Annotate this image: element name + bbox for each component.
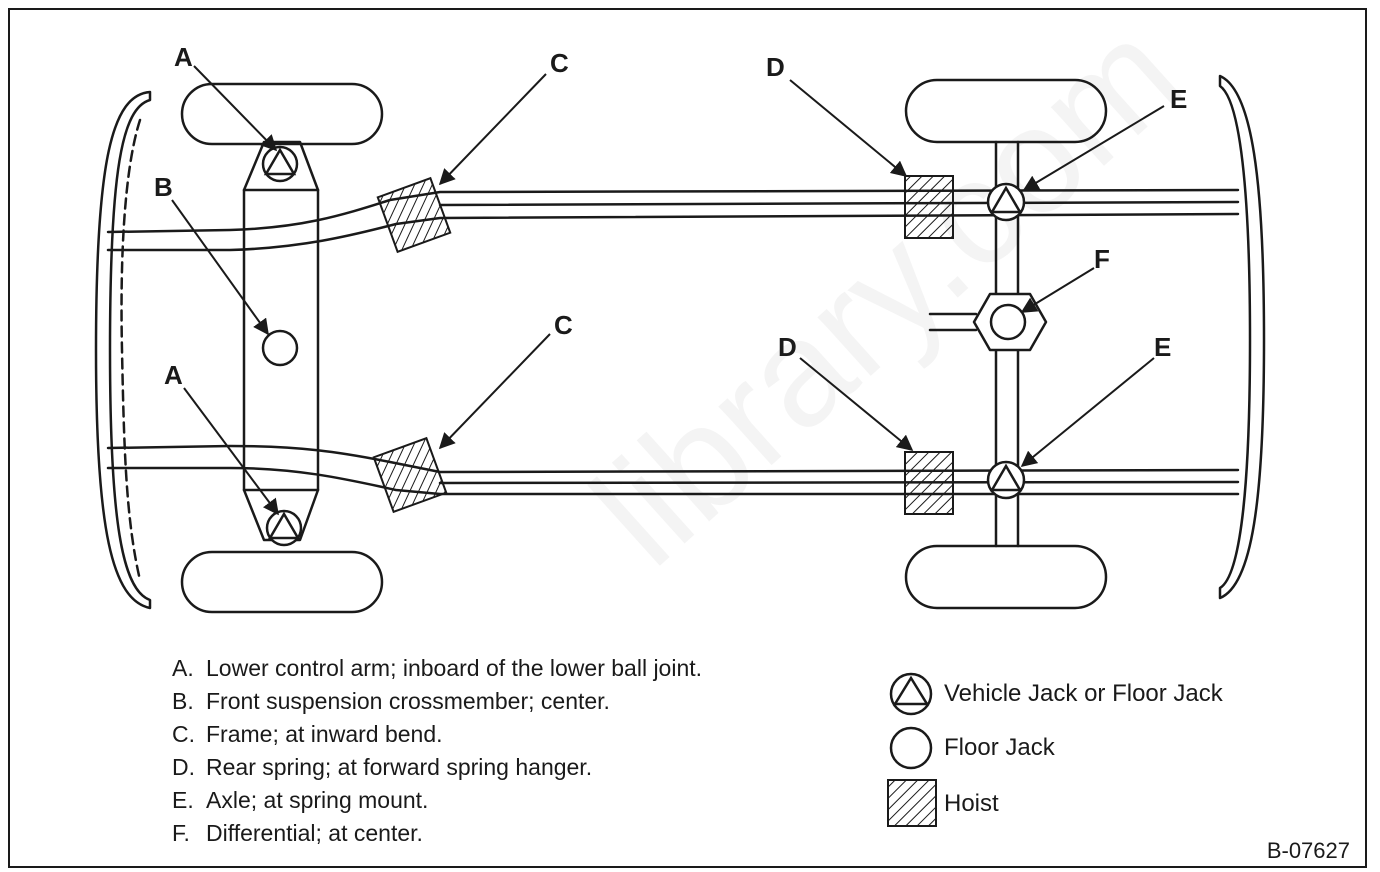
legend-letter: E. — [172, 787, 194, 813]
legend-item: F. Differential; at center. — [172, 817, 702, 850]
lift-point-legend: A. Lower control arm; inboard of the lowe… — [172, 652, 702, 850]
legend-letter: A. — [172, 655, 194, 681]
leader-a-bottom — [183, 387, 279, 516]
leader-c-bottom — [438, 333, 551, 450]
legend-item: A. Lower control arm; inboard of the lowe… — [172, 652, 702, 685]
legend-item: D. Rear spring; at forward spring hanger. — [172, 751, 702, 784]
front-wheel-bottom — [180, 550, 384, 614]
legend-letter: C. — [172, 721, 195, 747]
frame-rail-bottom-outer — [106, 444, 1240, 474]
legend-text: Front suspension crossmember; center. — [206, 688, 610, 714]
diagram-frame — [8, 8, 1367, 868]
legend-item: C. Frame; at inward bend. — [172, 718, 702, 751]
leader-e-bottom — [1020, 357, 1155, 468]
floor-jack-point-f — [989, 303, 1027, 341]
callout-f: F — [1094, 244, 1110, 274]
legend-text: Lower control arm; inboard of the lower … — [206, 655, 703, 681]
callout-e-bottom: E — [1154, 332, 1171, 362]
rear-wheel-top — [904, 78, 1108, 144]
callout-d-top: D — [766, 52, 785, 82]
frame-rail-top-outer — [106, 188, 1240, 234]
jack-point-a-top — [261, 145, 299, 183]
key-triangle-label: Vehicle Jack or Floor Jack — [944, 680, 1223, 707]
legend-text: Axle; at spring mount. — [206, 787, 429, 813]
legend-letter: D. — [172, 754, 195, 780]
callout-a-top: A — [174, 42, 193, 72]
hoist-pad-d-bottom — [904, 451, 954, 515]
jack-point-e-top — [986, 182, 1026, 222]
floor-jack-point-b — [261, 329, 299, 367]
jack-point-e-bottom — [986, 460, 1026, 500]
hoist-pad-d-top — [904, 175, 954, 239]
front-bumper-inner — [120, 118, 142, 582]
frame-rail-bottom-mid — [438, 480, 1240, 485]
front-bumper — [94, 90, 152, 610]
figure-id: B-07627 — [1266, 838, 1350, 863]
leader-e-top — [1022, 105, 1165, 191]
callout-b: B — [154, 172, 173, 202]
key-circle-label: Floor Jack — [944, 734, 1055, 761]
legend-letter: F. — [172, 820, 190, 846]
key-triangle-jack-icon — [889, 672, 933, 716]
rear-bumper — [1218, 74, 1266, 600]
legend-letter: B. — [172, 688, 194, 714]
front-crossmember — [242, 188, 320, 492]
hoist-pad-c-top — [376, 176, 452, 254]
legend-text: Rear spring; at forward spring hanger. — [206, 754, 593, 780]
legend-text: Differential; at center. — [206, 820, 423, 846]
legend-text: Frame; at inward bend. — [206, 721, 443, 747]
rear-wheel-bottom — [904, 544, 1108, 610]
leader-f — [1020, 267, 1095, 313]
callout-c-top: C — [550, 48, 569, 78]
key-hatch-hoist-icon — [887, 779, 937, 827]
callout-a-bottom: A — [164, 360, 183, 390]
leader-c-top — [438, 73, 547, 186]
front-wheel-top — [180, 82, 384, 146]
front-crossmember-top-cap — [242, 140, 320, 192]
key-circle-floor-jack-icon — [889, 726, 933, 770]
jack-point-a-bottom — [265, 509, 303, 547]
legend-item: B. Front suspension crossmember; center. — [172, 685, 702, 718]
callout-d-bottom: D — [778, 332, 797, 362]
hoist-pad-c-bottom — [372, 436, 448, 514]
legend-item: E. Axle; at spring mount. — [172, 784, 702, 817]
key-hatch-label: Hoist — [944, 790, 999, 817]
leader-d-top — [789, 79, 908, 178]
leader-a-top — [193, 65, 278, 152]
callout-c-bottom: C — [554, 310, 573, 340]
frame-rail-top-inner — [106, 212, 1240, 252]
frame-rail-top-mid — [438, 200, 1240, 207]
leader-b — [171, 199, 269, 336]
leader-d-bottom — [799, 357, 914, 452]
callout-e-top: E — [1170, 84, 1187, 114]
